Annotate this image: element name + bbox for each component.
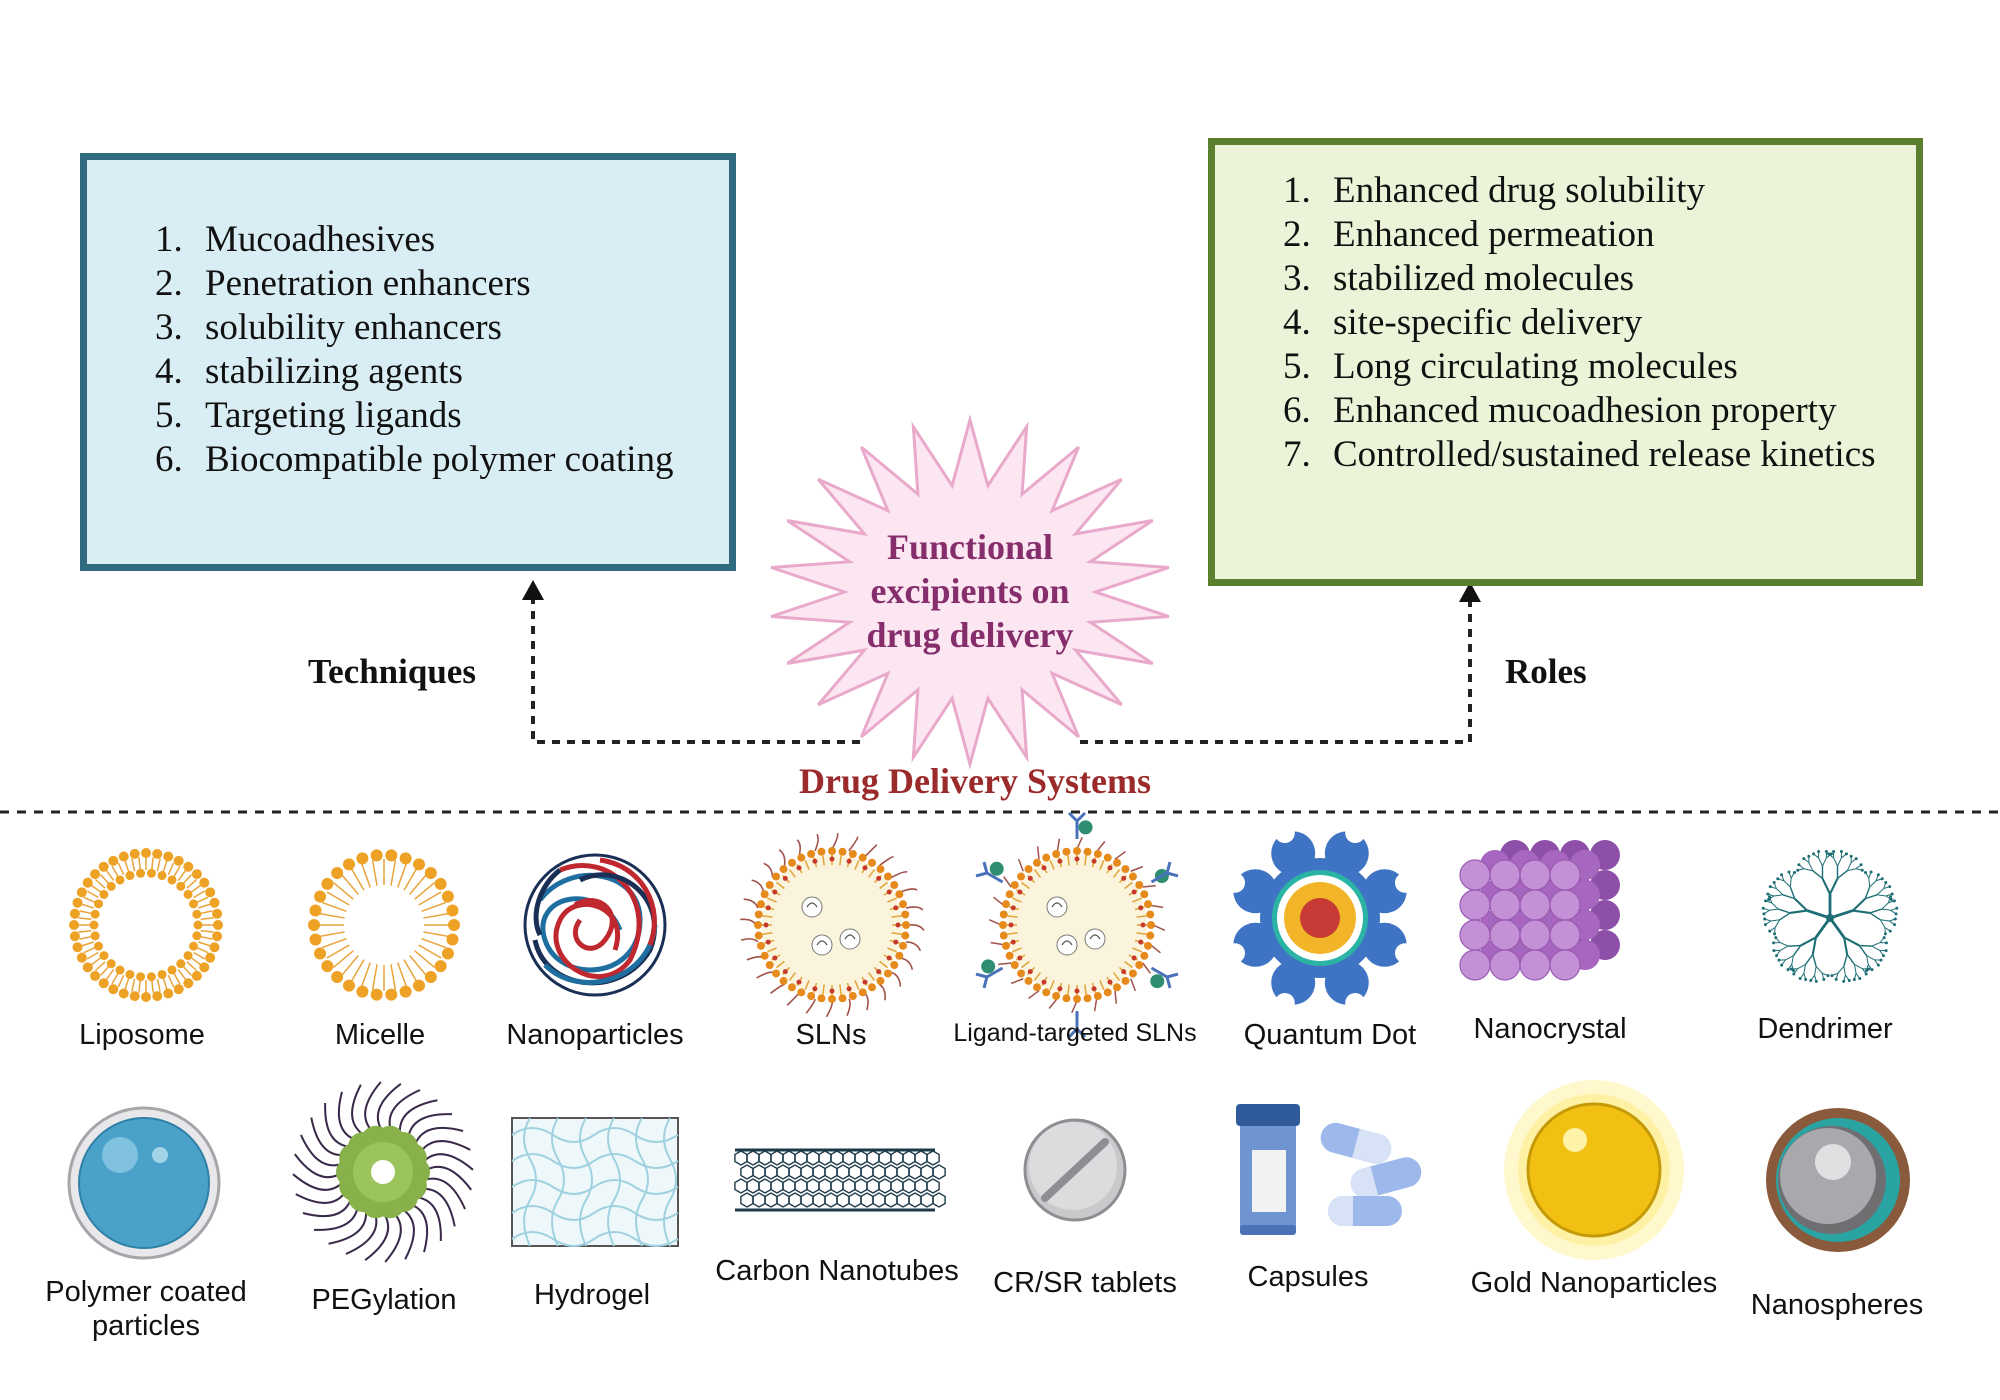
dendrimer-icon [1761,849,1899,983]
roles-label: Roles [1505,652,1587,691]
capsules-label: Capsules [1247,1261,1369,1293]
roles-list: 1.Enhanced drug solubility 2.Enhanced pe… [1283,169,1896,477]
carbon-nanotube-icon [734,1148,946,1212]
liposome-label: Liposome [79,1019,205,1051]
list-item: 2.Penetration enhancers [155,263,531,304]
list-item: 2.Enhanced permeation [1283,214,1655,255]
center-burst [770,414,1170,770]
techniques-arrowhead [522,580,544,600]
micelle-icon [308,849,460,1001]
nanocrystal-label: Nanocrystal [1473,1013,1627,1045]
list-item: 1.Enhanced drug solubility [1283,170,1705,211]
quantum-dot-label: Quantum Dot [1243,1019,1417,1051]
nanospheres-label: Nanospheres [1750,1289,1924,1321]
center-title: Functional excipients on drug delivery [866,527,1074,655]
cr-sr-tablets-label: CR/SR tablets [993,1267,1177,1299]
techniques-connector [531,593,860,744]
hydrogel-label: Hydrogel [533,1279,651,1311]
techniques-box: 1.Mucoadhesives 2.Penetration enhancers … [80,153,736,571]
list-item: 4.site-specific delivery [1283,302,1643,343]
roles-box: 1.Enhanced drug solubility 2.Enhanced pe… [1208,138,1923,586]
list-item: 6.Biocompatible polymer coating [155,439,674,480]
sln-icon [740,832,925,1018]
list-item: 5.Long circulating molecules [1283,346,1738,387]
ligand-sln-icon [975,811,1179,1039]
capsule-icon [1236,1104,1422,1235]
drug-delivery-systems-title: Drug Delivery Systems [799,761,1151,801]
dendrimer-label: Dendrimer [1757,1013,1893,1045]
slns-label: SLNs [795,1019,867,1051]
list-item: 7.Controlled/sustained release kinetics [1283,434,1876,475]
list-item: 1.Mucoadhesives [155,219,436,260]
techniques-list: 1.Mucoadhesives 2.Penetration enhancers … [155,218,709,482]
pegylation-label: PEGylation [311,1284,457,1316]
carbon-nanotubes-label: Carbon Nanotubes [715,1255,959,1287]
liposome-icon [69,848,223,1002]
micelle-label: Micelle [334,1019,426,1051]
list-item: 5.Targeting ligands [155,395,462,436]
gold-nanoparticle-icon [1504,1080,1684,1260]
list-item: 3.stabilized molecules [1283,258,1635,299]
hydrogel-icon [511,1117,679,1247]
polymer-coated-particle-icon [67,1106,221,1260]
techniques-label: Techniques [308,652,476,691]
nanocrystal-icon [1459,840,1620,981]
roles-connector [1080,598,1472,744]
list-item: 6.Enhanced mucoadhesion property [1283,390,1837,431]
nanoparticles-label: Nanoparticles [506,1019,684,1051]
nanoparticle-icon [523,853,667,997]
quantum-dot-icon [1225,823,1415,1013]
tablet-icon [1023,1118,1127,1222]
polymer-coated-particles-label: Polymer coated particles [45,1276,247,1342]
roles-arrowhead [1459,582,1481,602]
ligand-targeted-slns-label: Ligand-targeted SLNs [953,1019,1197,1047]
gold-nanoparticles-label: Gold Nanoparticles [1470,1267,1718,1299]
list-item: 3.solubility enhancers [155,307,502,348]
pegylation-icon [292,1081,474,1263]
nanosphere-icon [1766,1108,1910,1252]
list-item: 4.stabilizing agents [155,351,463,392]
